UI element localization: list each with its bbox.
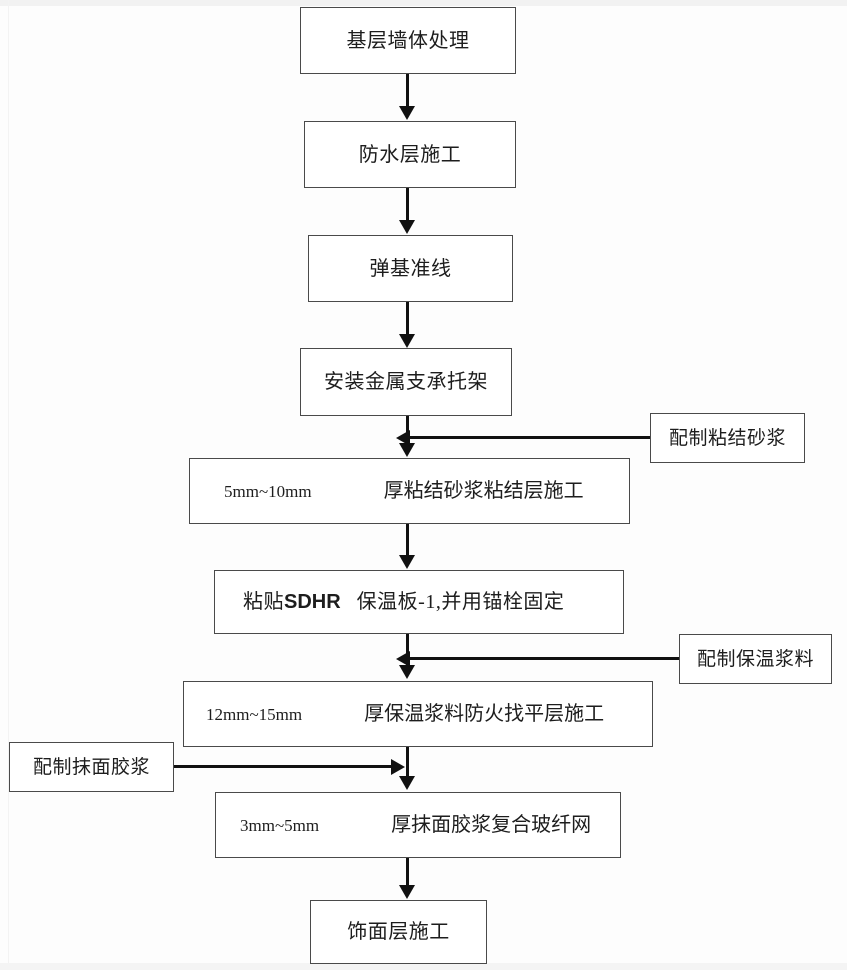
node-prefix-label: 粘贴 (243, 591, 284, 613)
node-thickness-label: 3mm~5mm (240, 815, 320, 835)
node-prepare-insulation-slurry[interactable]: 配制保温浆料 (679, 634, 832, 684)
node-label: 配制粘结砂浆 (668, 427, 786, 449)
arrowhead-n8-n9 (399, 885, 415, 899)
node-label: 弹基准线 (369, 257, 452, 280)
node-label: 基层墙体处理 (346, 29, 470, 52)
arrowhead-s3-n8 (391, 759, 405, 775)
connector-n6-n7 (406, 634, 409, 666)
node-prepare-bonding-mortar[interactable]: 配制粘结砂浆 (650, 413, 805, 463)
node-label: 保温板-1,并用锚栓固定 (356, 591, 565, 613)
connector-n7-n8 (406, 747, 409, 777)
node-prepare-plaster-adhesive[interactable]: 配制抹面胶浆 (9, 742, 174, 792)
node-install-metal-bracket[interactable]: 安装金属支承托架 (300, 348, 512, 416)
connector-s3-n8 (174, 765, 392, 768)
node-baseline-snap[interactable]: 弹基准线 (308, 235, 513, 302)
node-waterproof-layer[interactable]: 防水层施工 (304, 121, 516, 188)
node-finish-layer[interactable]: 饰面层施工 (310, 900, 487, 964)
node-label: 防水层施工 (358, 143, 462, 166)
arrowhead-n7-n8 (399, 776, 415, 790)
node-label: 厚保温浆料防火找平层施工 (364, 703, 605, 725)
node-paste-insulation-board[interactable]: 粘贴 SDHR 保温板-1,并用锚栓固定 (214, 570, 624, 634)
node-label: 厚粘结砂浆粘结层施工 (383, 480, 584, 502)
connector-n3-n4 (406, 302, 409, 335)
node-bonding-mortar-layer[interactable]: 5mm~10mm 厚粘结砂浆粘结层施工 (189, 458, 630, 524)
node-label: 安装金属支承托架 (324, 371, 488, 393)
arrowhead-n3-n4 (399, 334, 415, 348)
node-base-wall-treatment[interactable]: 基层墙体处理 (300, 7, 516, 74)
connector-n5-n6 (406, 524, 409, 556)
arrowhead-n2-n3 (399, 220, 415, 234)
connector-s1-n5 (409, 436, 650, 439)
node-label: 厚抹面胶浆复合玻纤网 (391, 814, 592, 836)
node-product-code: SDHR (284, 591, 341, 613)
connector-n2-n3 (406, 188, 409, 221)
node-label: 饰面层施工 (347, 921, 450, 943)
connector-n1-n2 (406, 74, 409, 107)
node-insulation-fireproof-leveling[interactable]: 12mm~15mm 厚保温浆料防火找平层施工 (183, 681, 653, 747)
arrowhead-n1-n2 (399, 106, 415, 120)
node-thickness-label: 12mm~15mm (206, 704, 303, 724)
arrowhead-n6-n7 (399, 665, 415, 679)
scan-artifact (0, 0, 847, 6)
scan-artifact (8, 0, 9, 970)
node-thickness-label: 5mm~10mm (224, 481, 312, 501)
arrowhead-s1-n5 (396, 430, 410, 446)
scan-artifact (0, 963, 847, 970)
node-label: 配制抹面胶浆 (32, 756, 150, 778)
arrowhead-n5-n6 (399, 555, 415, 569)
arrowhead-s2-n7 (396, 651, 410, 667)
arrowhead-n4-n5 (399, 443, 415, 457)
connector-n8-n9 (406, 858, 409, 886)
connector-s2-n7 (409, 657, 679, 660)
node-label: 配制保温浆料 (696, 648, 814, 670)
node-plaster-fiberglass-mesh[interactable]: 3mm~5mm 厚抹面胶浆复合玻纤网 (215, 792, 621, 858)
